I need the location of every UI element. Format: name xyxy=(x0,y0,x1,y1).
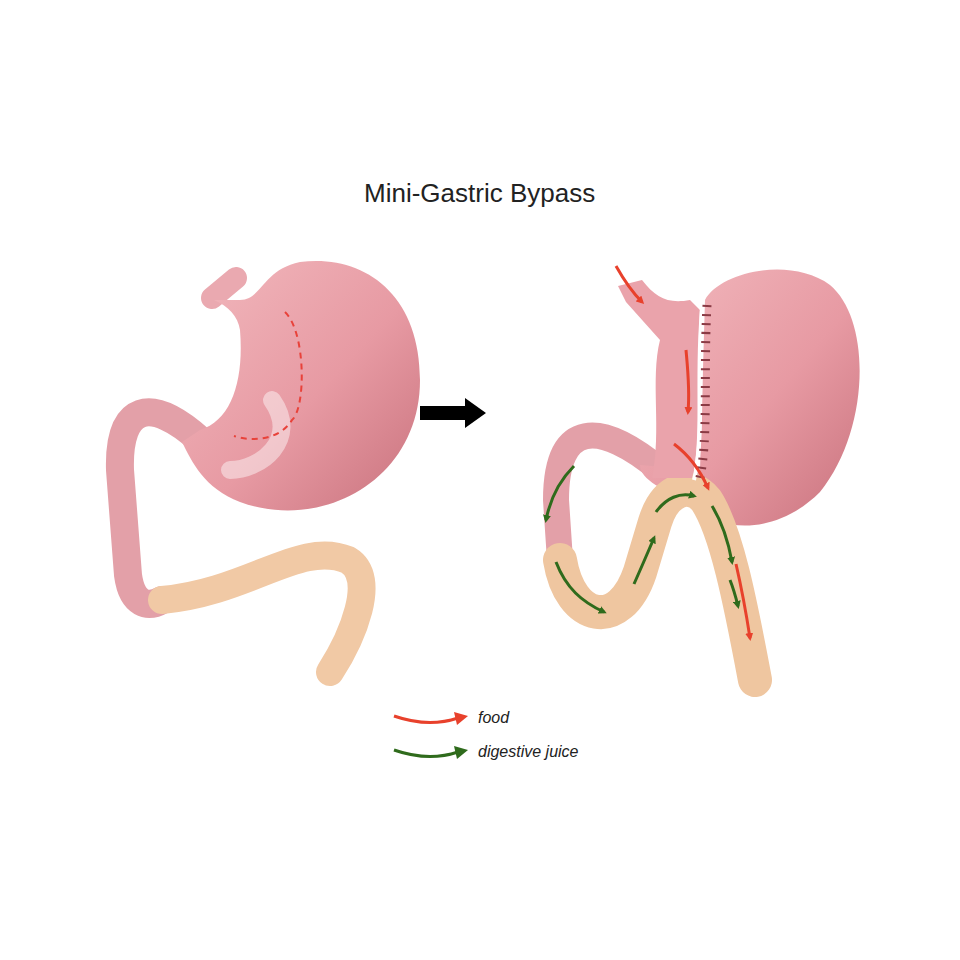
transform-arrow xyxy=(420,398,486,428)
legend-sample xyxy=(392,740,472,764)
legend-text: food xyxy=(478,709,509,727)
bypass-anatomy xyxy=(546,266,860,680)
legend-sample xyxy=(392,706,472,730)
original-anatomy xyxy=(120,261,420,672)
diagram-title: Mini-Gastric Bypass xyxy=(364,178,595,209)
legend-text: digestive juice xyxy=(478,743,579,761)
